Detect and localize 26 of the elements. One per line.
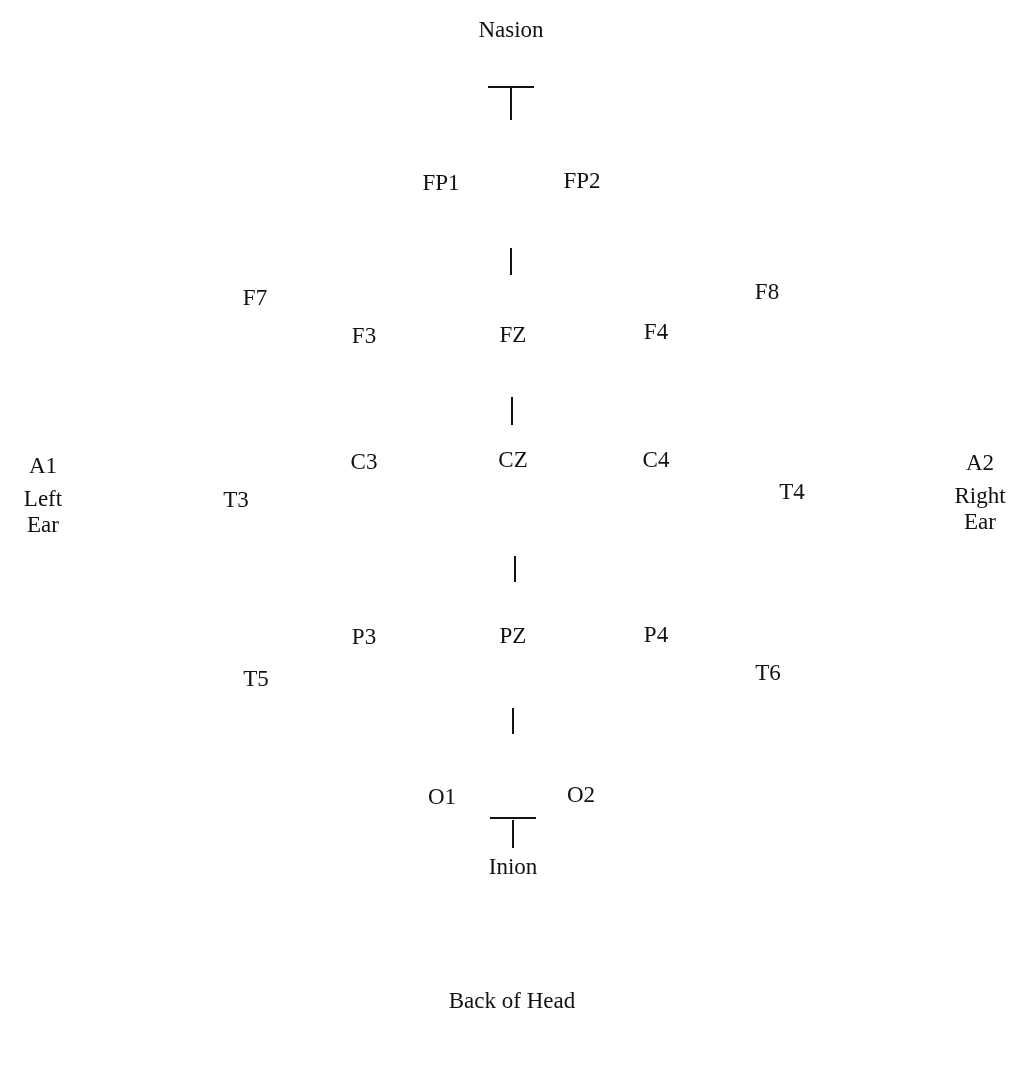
electrode-label: FP1 — [422, 170, 460, 196]
electrode-label: PZ — [499, 623, 527, 649]
landmark-label: A2 — [965, 450, 995, 476]
electrode-label: O1 — [427, 784, 457, 810]
electrode-label: CZ — [498, 447, 528, 473]
landmark-label: Nasion — [478, 17, 544, 43]
electrode-label: T5 — [243, 666, 269, 692]
electrode-label: F3 — [351, 323, 377, 349]
electrode-label: P3 — [351, 624, 377, 650]
electrode-label: C4 — [642, 447, 670, 473]
electrode-label: C3 — [350, 449, 378, 475]
electrode-label: FZ — [499, 322, 527, 348]
electrode-label: P4 — [643, 622, 669, 648]
electrode-label: FP2 — [563, 168, 601, 194]
landmark-label: Inion — [488, 854, 538, 880]
electrode-label: T3 — [223, 487, 249, 513]
electrode-label: O2 — [566, 782, 596, 808]
electrode-label: T6 — [755, 660, 781, 686]
landmark-label: A1 — [28, 453, 58, 479]
electrode-label: F4 — [643, 319, 669, 345]
caption: Back of Head — [448, 988, 576, 1014]
electrode-label: F8 — [754, 279, 780, 305]
landmark-label: Left Ear — [22, 486, 64, 538]
electrode-label: T4 — [779, 479, 805, 505]
electrode-label: F7 — [242, 285, 268, 311]
landmark-label: Right Ear — [953, 483, 1007, 535]
